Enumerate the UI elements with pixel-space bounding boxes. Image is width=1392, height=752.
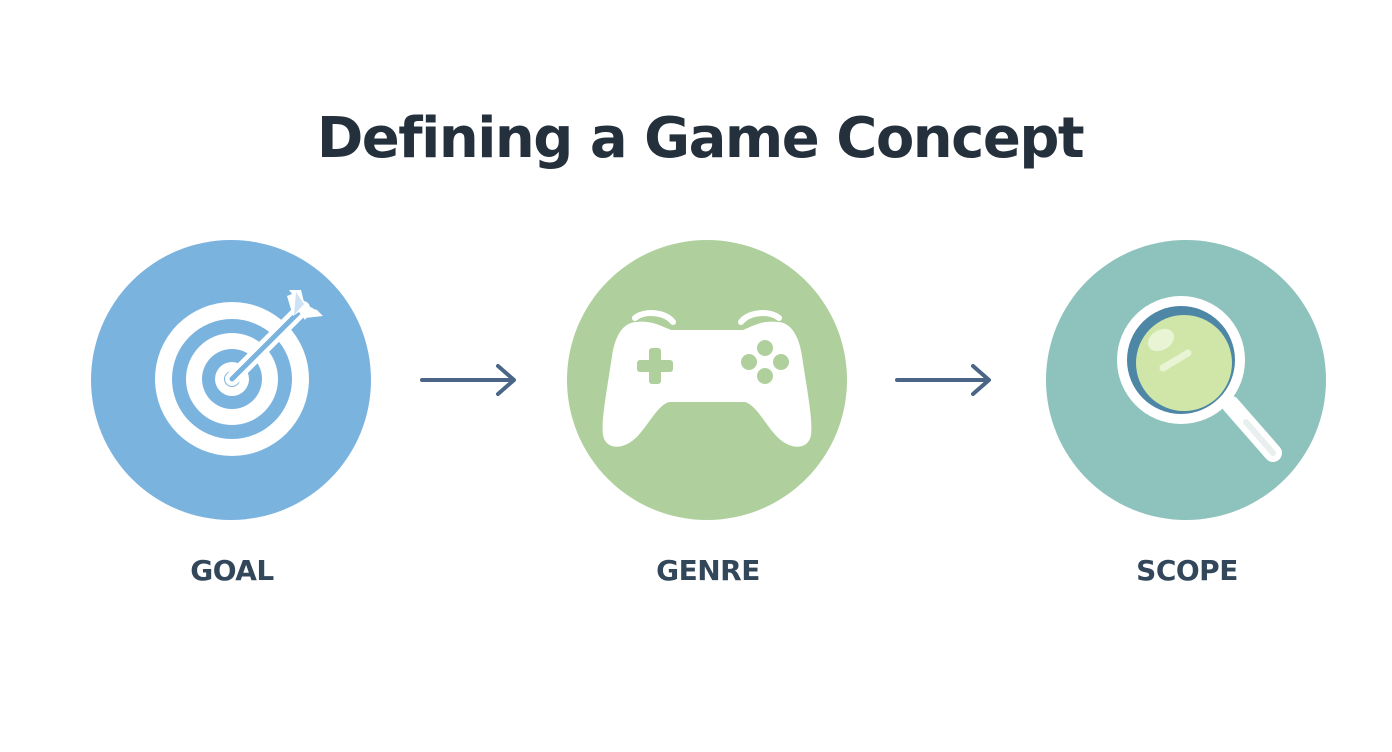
gamepad-icon (602, 310, 812, 447)
step-label-goal: GOAL (190, 554, 274, 587)
step-label-genre: GENRE (656, 554, 760, 587)
step-label-scope: SCOPE (1136, 554, 1238, 587)
step-genre: GENRE (567, 240, 849, 587)
genre-circle (567, 240, 847, 520)
step-goal: GOAL (91, 240, 373, 587)
goal-circle (91, 240, 371, 520)
target-icon (155, 290, 323, 456)
arrow-right-icon (895, 364, 991, 396)
page-title: Defining a Game Concept (316, 106, 1085, 171)
scope-circle (1046, 240, 1326, 520)
magnifier-icon (1117, 296, 1282, 462)
arrow-right-icon (420, 364, 516, 396)
step-scope: SCOPE (1046, 240, 1328, 587)
